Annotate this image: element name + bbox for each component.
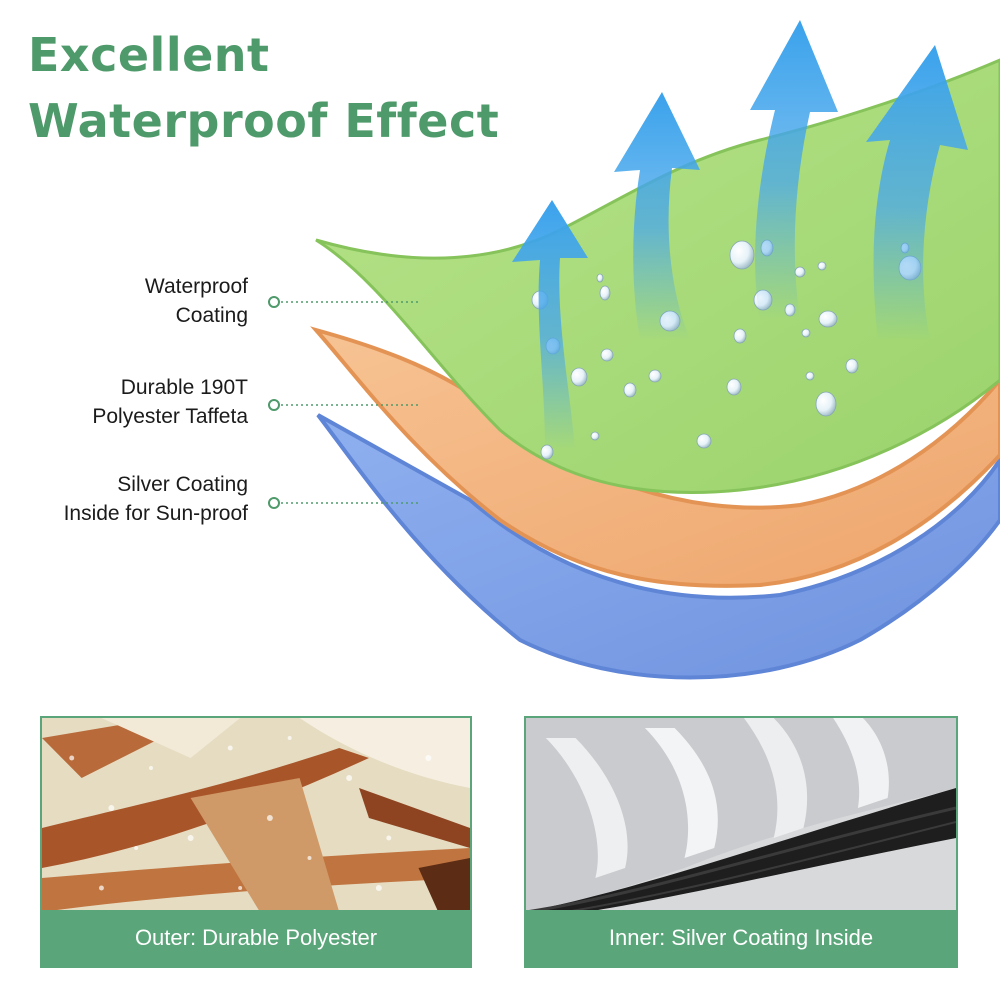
- outer-fabric-photo: [42, 718, 470, 912]
- leader-lines: [281, 301, 420, 504]
- fabric-layers-illustration: [268, 20, 1000, 680]
- inner-caption-bar: Inner: Silver Coating Inside: [526, 910, 956, 966]
- connector-dot-icon: [268, 296, 280, 509]
- silver-coating-layer: [316, 413, 1000, 680]
- inner-fabric-photo: [526, 718, 956, 912]
- inner-fabric-panel: Inner: Silver Coating Inside: [524, 716, 958, 968]
- outer-caption: Outer: Durable Polyester: [134, 925, 378, 950]
- up-arrow-icon: [512, 20, 968, 450]
- label-silver-coating: Silver Coating Inside for Sun-proof: [63, 473, 248, 525]
- title-line-2: Waterproof Effect: [28, 94, 500, 148]
- title-line-1: Excellent: [28, 28, 270, 82]
- outer-caption-bar: Outer: Durable Polyester: [42, 910, 470, 966]
- outer-fabric-panel: Outer: Durable Polyester: [40, 716, 472, 968]
- label-waterproof-coating: Waterproof Coating: [144, 275, 248, 327]
- label-polyester-taffeta: Durable 190T Polyester Taffeta: [92, 376, 248, 428]
- inner-caption: Inner: Silver Coating Inside: [608, 925, 874, 950]
- page-title: Excellent Waterproof Effect: [28, 22, 499, 154]
